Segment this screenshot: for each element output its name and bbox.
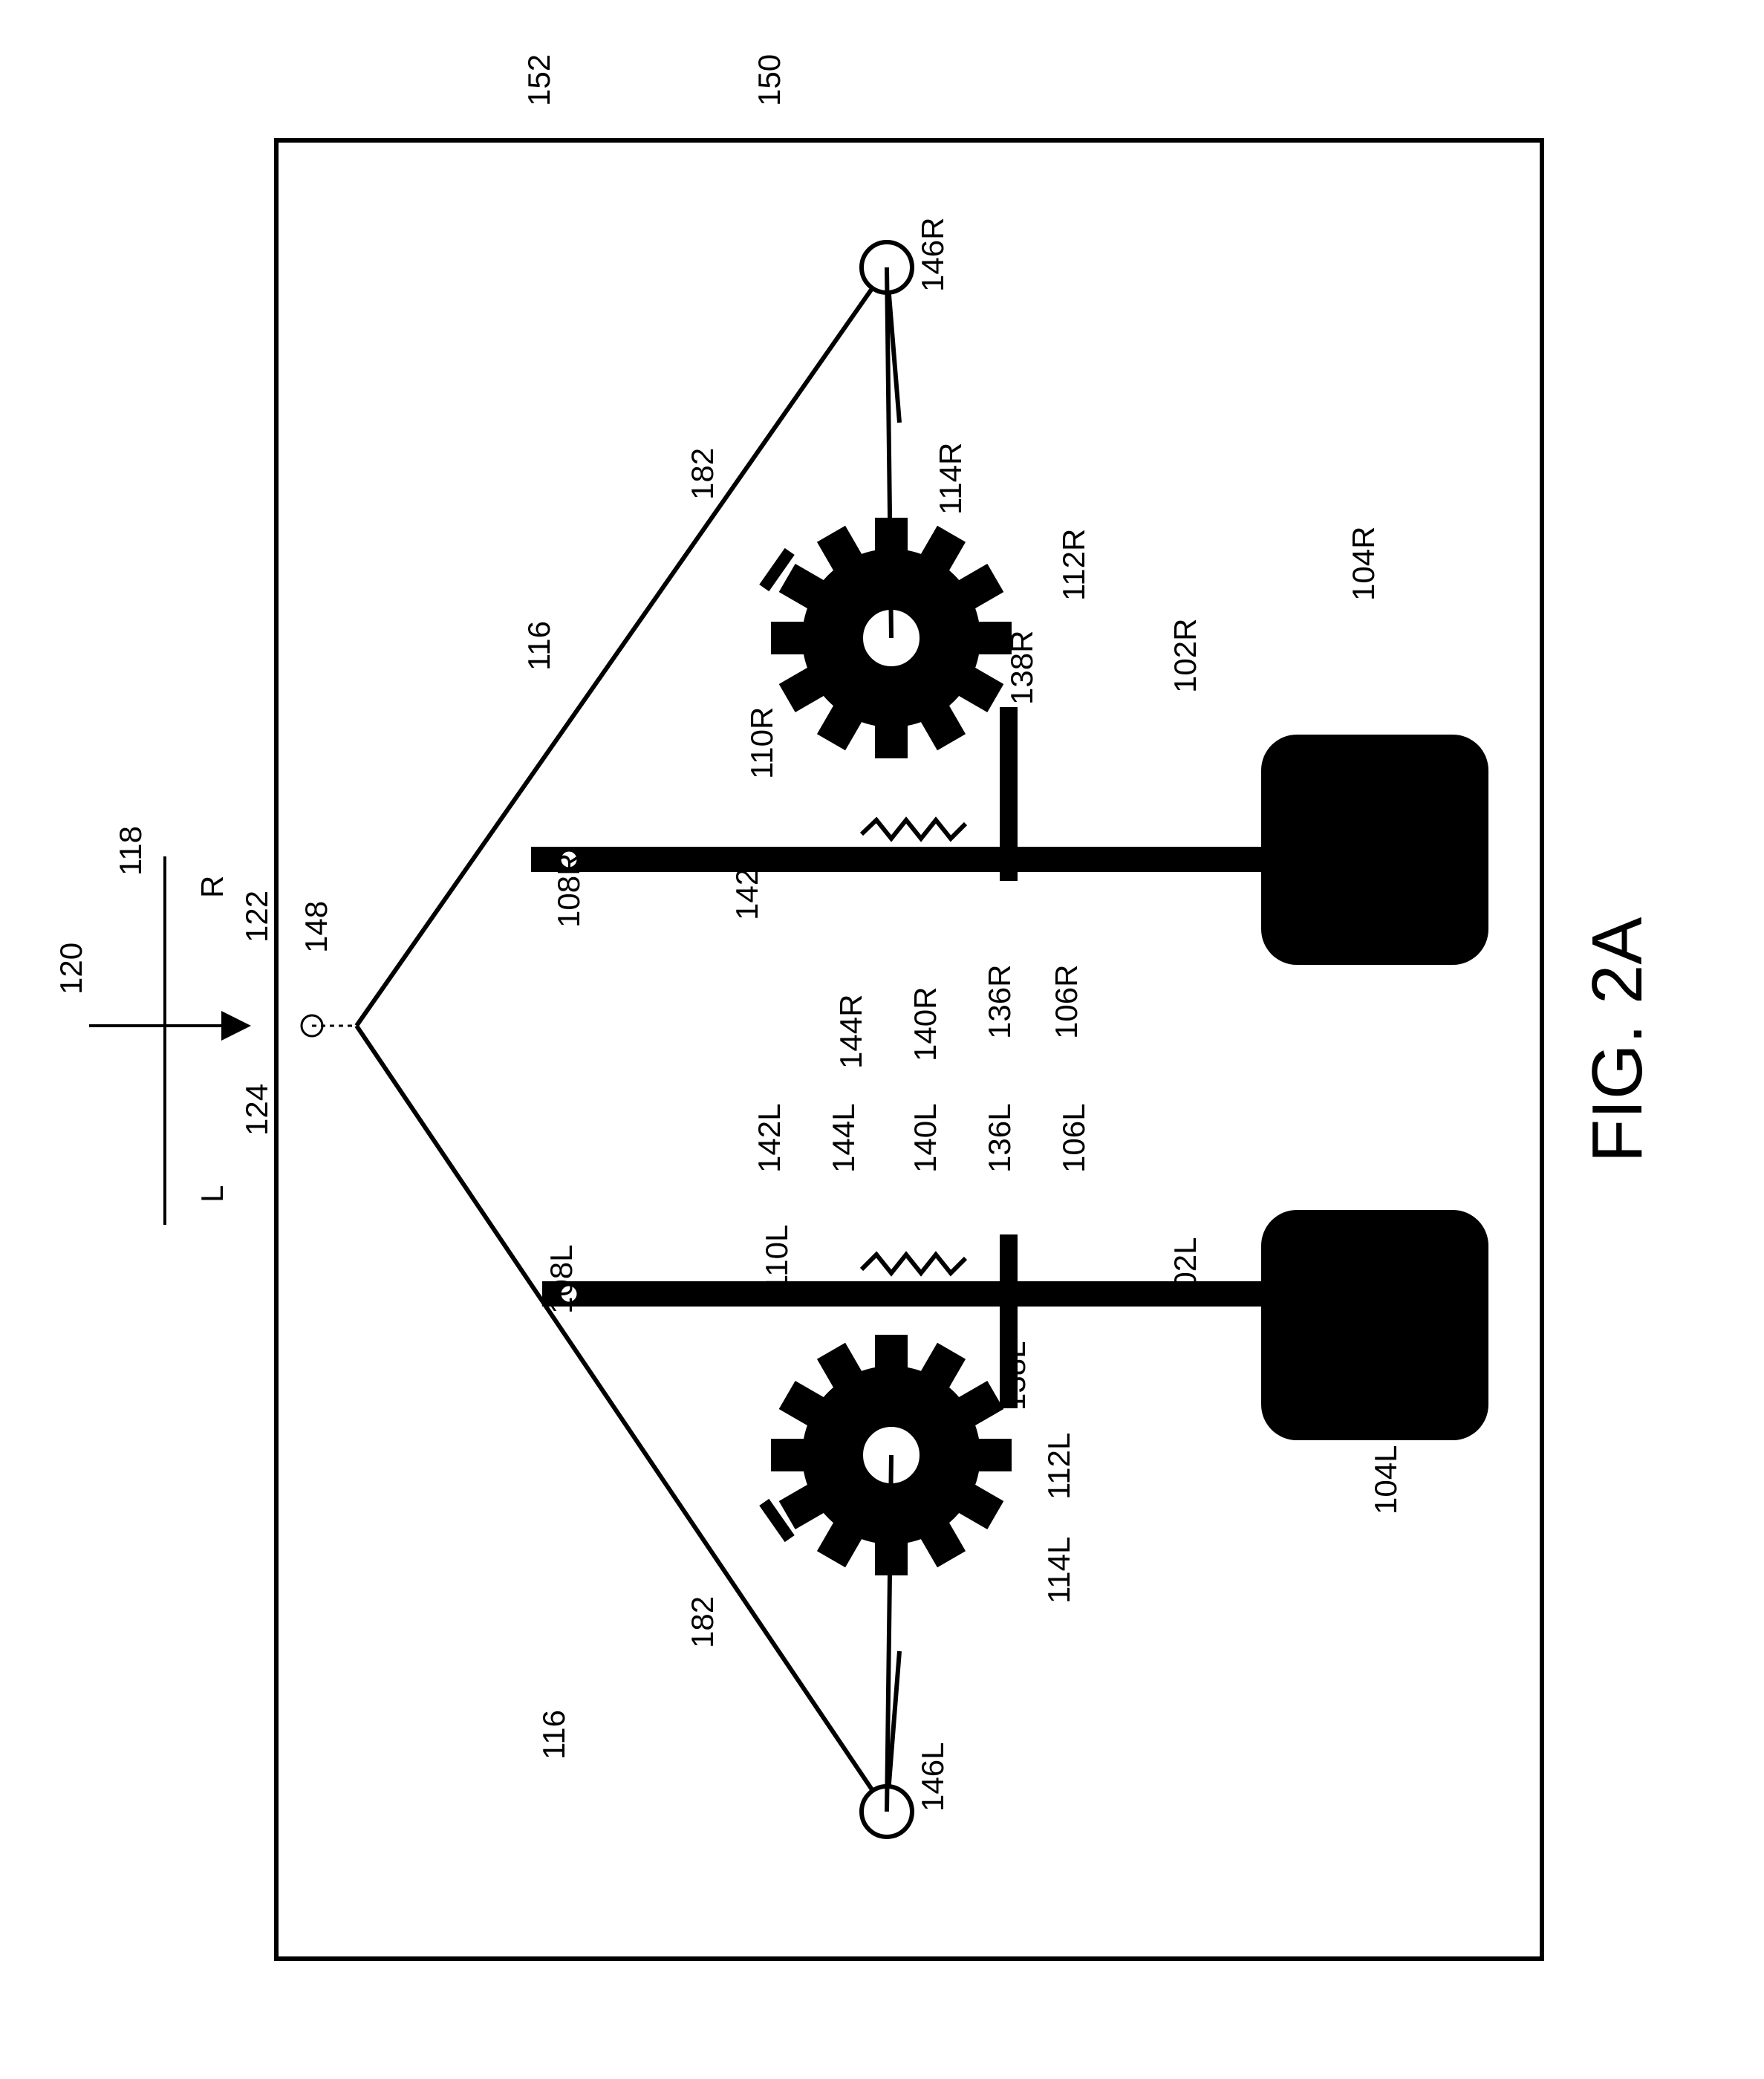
label-R: R [195, 876, 230, 898]
label-104L: 104L [1368, 1445, 1403, 1514]
rack-110R [1000, 707, 1018, 881]
label-112R: 112R [1056, 529, 1091, 601]
label-136R: 136R [982, 965, 1017, 1039]
label-110R: 110R [744, 707, 779, 779]
arm-106R [531, 847, 1263, 872]
label-140L: 140L [908, 1104, 943, 1173]
label-112L: 112L [1041, 1433, 1076, 1500]
label-102R: 102R [1168, 619, 1202, 693]
figure-caption: FIG. 2A [1578, 917, 1657, 1163]
label-146R: 146R [915, 218, 950, 292]
label-136L: 136L [982, 1104, 1017, 1173]
label-102L: 102L [1168, 1237, 1202, 1307]
arm-106L [542, 1281, 1263, 1307]
label-146L: 146L [915, 1743, 950, 1812]
weight-104L [1261, 1210, 1488, 1440]
label-138L: 138L [997, 1341, 1032, 1411]
label-142L: 142L [752, 1104, 787, 1173]
label-106R: 106R [1049, 965, 1084, 1039]
label-142R: 142R [729, 846, 764, 920]
label-110L: 110L [759, 1225, 794, 1292]
spring-144L [862, 1255, 966, 1273]
label-114R: 114R [933, 443, 968, 515]
label-124: 124 [239, 1084, 274, 1136]
label-152: 152 [521, 54, 556, 106]
label-114L: 114L [1041, 1537, 1076, 1604]
label-104R: 104R [1346, 527, 1381, 601]
spring-144R [862, 820, 966, 839]
label-108R: 108R [551, 853, 586, 928]
label-150: 150 [752, 54, 787, 106]
label-182-right: 182 [685, 448, 720, 500]
label-122: 122 [239, 891, 274, 943]
label-148: 148 [299, 901, 333, 953]
label-116-left: 116 [536, 1710, 571, 1760]
label-144L: 144L [826, 1104, 861, 1173]
label-118: 118 [113, 826, 148, 876]
label-182-left: 182 [685, 1596, 720, 1648]
label-108L: 108L [544, 1245, 579, 1314]
label-120: 120 [53, 943, 88, 995]
label-140R: 140R [908, 987, 943, 1061]
label-144R: 144R [833, 995, 868, 1069]
label-116-right: 116 [521, 621, 556, 671]
label-L: L [195, 1185, 230, 1203]
label-106L: 106L [1056, 1104, 1091, 1173]
label-138R: 138R [1004, 631, 1039, 705]
weight-104R [1261, 735, 1488, 965]
